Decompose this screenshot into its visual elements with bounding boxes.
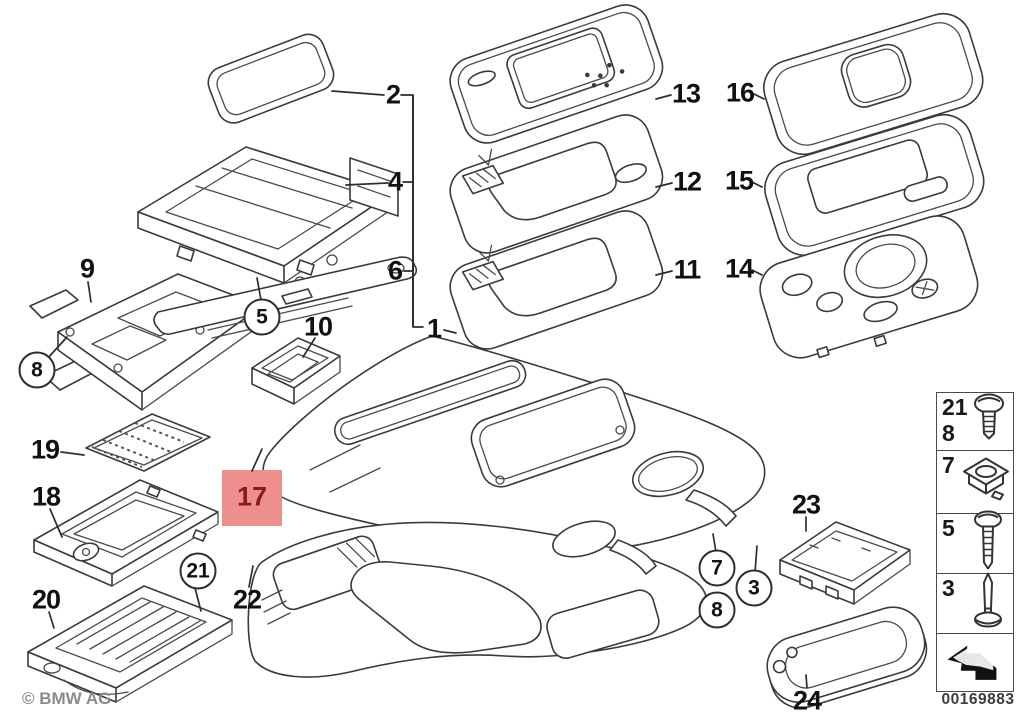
callout-24[interactable]: 24: [792, 685, 822, 716]
callout-23[interactable]: 23: [791, 489, 821, 520]
callout-2[interactable]: 2: [385, 79, 401, 110]
highlight-box-17[interactable]: [222, 470, 282, 526]
part-15-frame: [758, 108, 991, 262]
callout-22[interactable]: 22: [232, 584, 262, 615]
callout-12[interactable]: 12: [672, 166, 702, 197]
part-13-trim-plate: [444, 0, 669, 149]
legend-label-8: 8: [942, 420, 955, 446]
part-12-trim-plate: [440, 99, 669, 259]
callout-4[interactable]: 4: [387, 166, 403, 197]
callout-5[interactable]: 5: [243, 298, 281, 336]
callout-15[interactable]: 15: [724, 165, 754, 196]
callout-8-left[interactable]: 8: [18, 351, 56, 389]
callout-3-circle[interactable]: 3: [735, 569, 773, 607]
legend-label-21: 21: [942, 394, 968, 420]
expansion-rivet-icon: [965, 571, 1011, 636]
callout-13[interactable]: 13: [671, 78, 701, 109]
screw-long-icon: [965, 510, 1011, 577]
part-1-console-panel: [263, 336, 764, 551]
callout-19[interactable]: 19: [30, 434, 60, 465]
legend-labels: 3: [942, 575, 955, 601]
callout-20[interactable]: 20: [31, 584, 61, 615]
callout-7-circle[interactable]: 7: [698, 549, 736, 587]
callout-11[interactable]: 11: [673, 254, 702, 285]
callout-6[interactable]: 6: [387, 255, 403, 286]
legend-label-5: 5: [942, 515, 955, 541]
legend-row-3[interactable]: 3: [937, 571, 1013, 636]
callout-10[interactable]: 10: [303, 311, 333, 342]
part-14-control-panel: [753, 209, 987, 374]
clip-nut-icon: [961, 456, 1011, 509]
part-19-mat: [86, 414, 210, 471]
callout-14[interactable]: 14: [724, 253, 754, 284]
part-2-lid: [204, 30, 339, 128]
callout-18[interactable]: 18: [31, 481, 61, 512]
part-23-mounting-frame: [780, 522, 910, 604]
legend-labels: 5: [942, 515, 955, 541]
legend-row-5[interactable]: 5: [937, 510, 1013, 574]
leader-lines: [47, 91, 807, 688]
part-22-console-panel: [248, 515, 706, 677]
callout-9[interactable]: 9: [79, 253, 95, 284]
part-16-cover: [757, 7, 990, 161]
callout-8-bottom[interactable]: 8: [698, 591, 736, 629]
part-10-tray: [252, 338, 340, 404]
part-20-tray: [28, 586, 232, 702]
part-11-trim-plate: [440, 195, 669, 355]
callout-16[interactable]: 16: [725, 77, 755, 108]
reference-arrow-box[interactable]: [937, 634, 1013, 691]
callout-17[interactable]: 17: [236, 481, 268, 512]
screw-short-icon: [965, 392, 1011, 451]
legend-row-7[interactable]: 7: [937, 451, 1013, 514]
callout-21-circle[interactable]: 21: [179, 552, 217, 590]
legend-labels: 7: [942, 452, 955, 478]
part-18-tray: [34, 480, 218, 586]
legend-label-7: 7: [942, 452, 955, 478]
copyright-label: © BMW AG: [22, 689, 112, 708]
callout-1[interactable]: 1: [426, 313, 442, 344]
reference-arrow-icon: [947, 645, 997, 680]
document-number: 00169883: [941, 691, 1015, 708]
legend-label-3: 3: [942, 575, 955, 601]
